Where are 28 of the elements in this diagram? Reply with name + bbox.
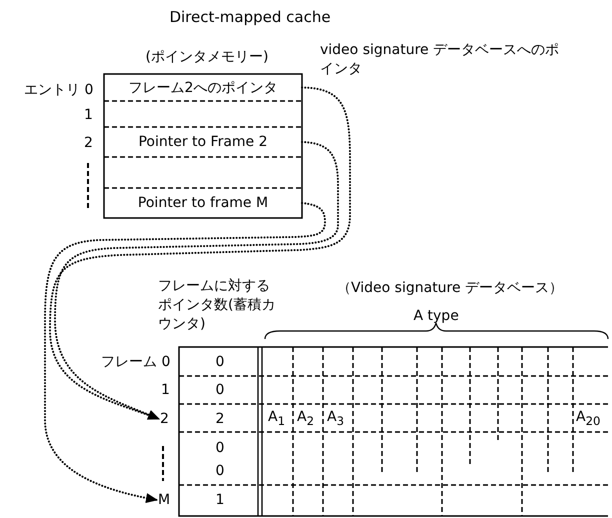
table-heading: (ポインタメモリー)	[146, 48, 268, 66]
note: video signature データベースへのポインタ	[320, 41, 560, 79]
element-label: A$_{2}$	[297, 408, 314, 430]
table-row: Pointer to frame M	[104, 188, 302, 218]
counter-value: 1	[216, 491, 224, 509]
dotted-arrow	[54, 141, 339, 420]
frame-number: 2	[160, 410, 169, 428]
frame-number: M	[158, 491, 170, 509]
frame-number: 1	[161, 381, 170, 399]
counter-value: 2	[216, 410, 224, 428]
element-label: A$_{3}$	[327, 408, 344, 430]
element-label: A$_{20}$	[576, 408, 600, 430]
table-heading: （Video signature データベース）	[337, 279, 564, 297]
table-row: フレーム2へのポインタ	[104, 74, 302, 101]
table-row: Pointer to Frame 2	[104, 127, 302, 157]
dotted-arrow	[44, 202, 326, 503]
frame-label: フレーム 0	[101, 353, 170, 371]
counter-value: 0	[216, 462, 224, 480]
counter-value: 0	[216, 353, 224, 371]
entry-number: 2	[84, 134, 93, 152]
brace-label: A type	[414, 307, 459, 325]
counter-value: 0	[216, 381, 224, 399]
element-label: A$_{1}$	[268, 408, 285, 430]
counter-value: 0	[216, 439, 224, 457]
entry-label: エントリ 0	[24, 81, 94, 99]
entry-number: 1	[84, 106, 93, 124]
column-heading: フレームに対するポインタ数(蓄積カウンタ)	[158, 277, 276, 334]
title: Direct-mapped cache	[169, 8, 331, 26]
